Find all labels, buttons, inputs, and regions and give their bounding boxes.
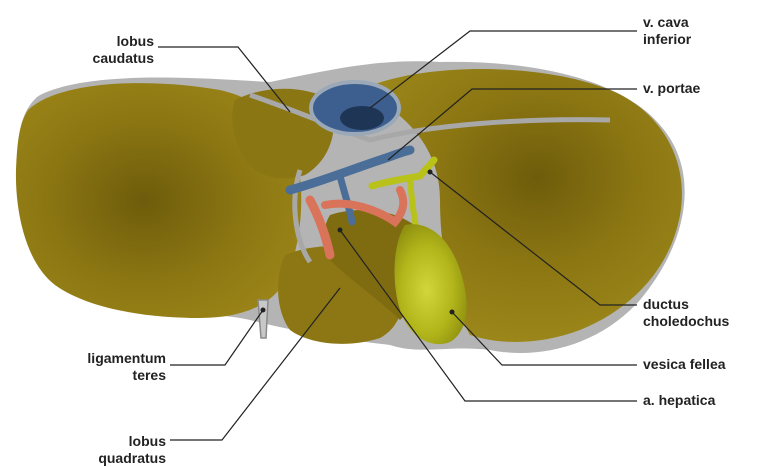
label-lobus-quadratus-line1: lobus — [40, 433, 166, 450]
label-ligamentum-line2: teres — [40, 367, 166, 384]
label-lobus-quadratus: lobus quadratus — [40, 433, 166, 467]
label-a-hepatica: a. hepatica — [643, 392, 715, 409]
vena-cava-lumen — [340, 106, 384, 130]
label-v-cava-inferior: v. cava inferior — [643, 14, 691, 48]
label-lobus-quadratus-line2: quadratus — [40, 450, 166, 467]
dot-vesica — [450, 310, 455, 315]
label-a-hepatica-line1: a. hepatica — [643, 392, 715, 409]
label-ductus-line1: ductus — [643, 296, 729, 313]
label-vesica-fellea: vesica fellea — [643, 356, 726, 373]
label-v-cava-line2: inferior — [643, 31, 691, 48]
dot-ductus — [428, 170, 433, 175]
label-lobus-caudatus: lobus caudatus — [70, 33, 154, 67]
label-ligamentum-line1: ligamentum — [40, 350, 166, 367]
dot-ligamentum — [261, 308, 266, 313]
label-v-portae: v. portae — [643, 80, 700, 97]
label-v-cava-line1: v. cava — [643, 14, 691, 31]
label-lobus-caudatus-line2: caudatus — [70, 50, 154, 67]
label-ductus-line2: choledochus — [643, 313, 729, 330]
label-ligamentum-teres: ligamentum teres — [40, 350, 166, 384]
ligamentum-stub — [258, 300, 268, 338]
label-ductus-choledochus: ductus choledochus — [643, 296, 729, 330]
label-v-portae-line1: v. portae — [643, 80, 700, 97]
dot-a-hepatica — [338, 228, 343, 233]
label-lobus-caudatus-line1: lobus — [70, 33, 154, 50]
label-vesica-line1: vesica fellea — [643, 356, 726, 373]
